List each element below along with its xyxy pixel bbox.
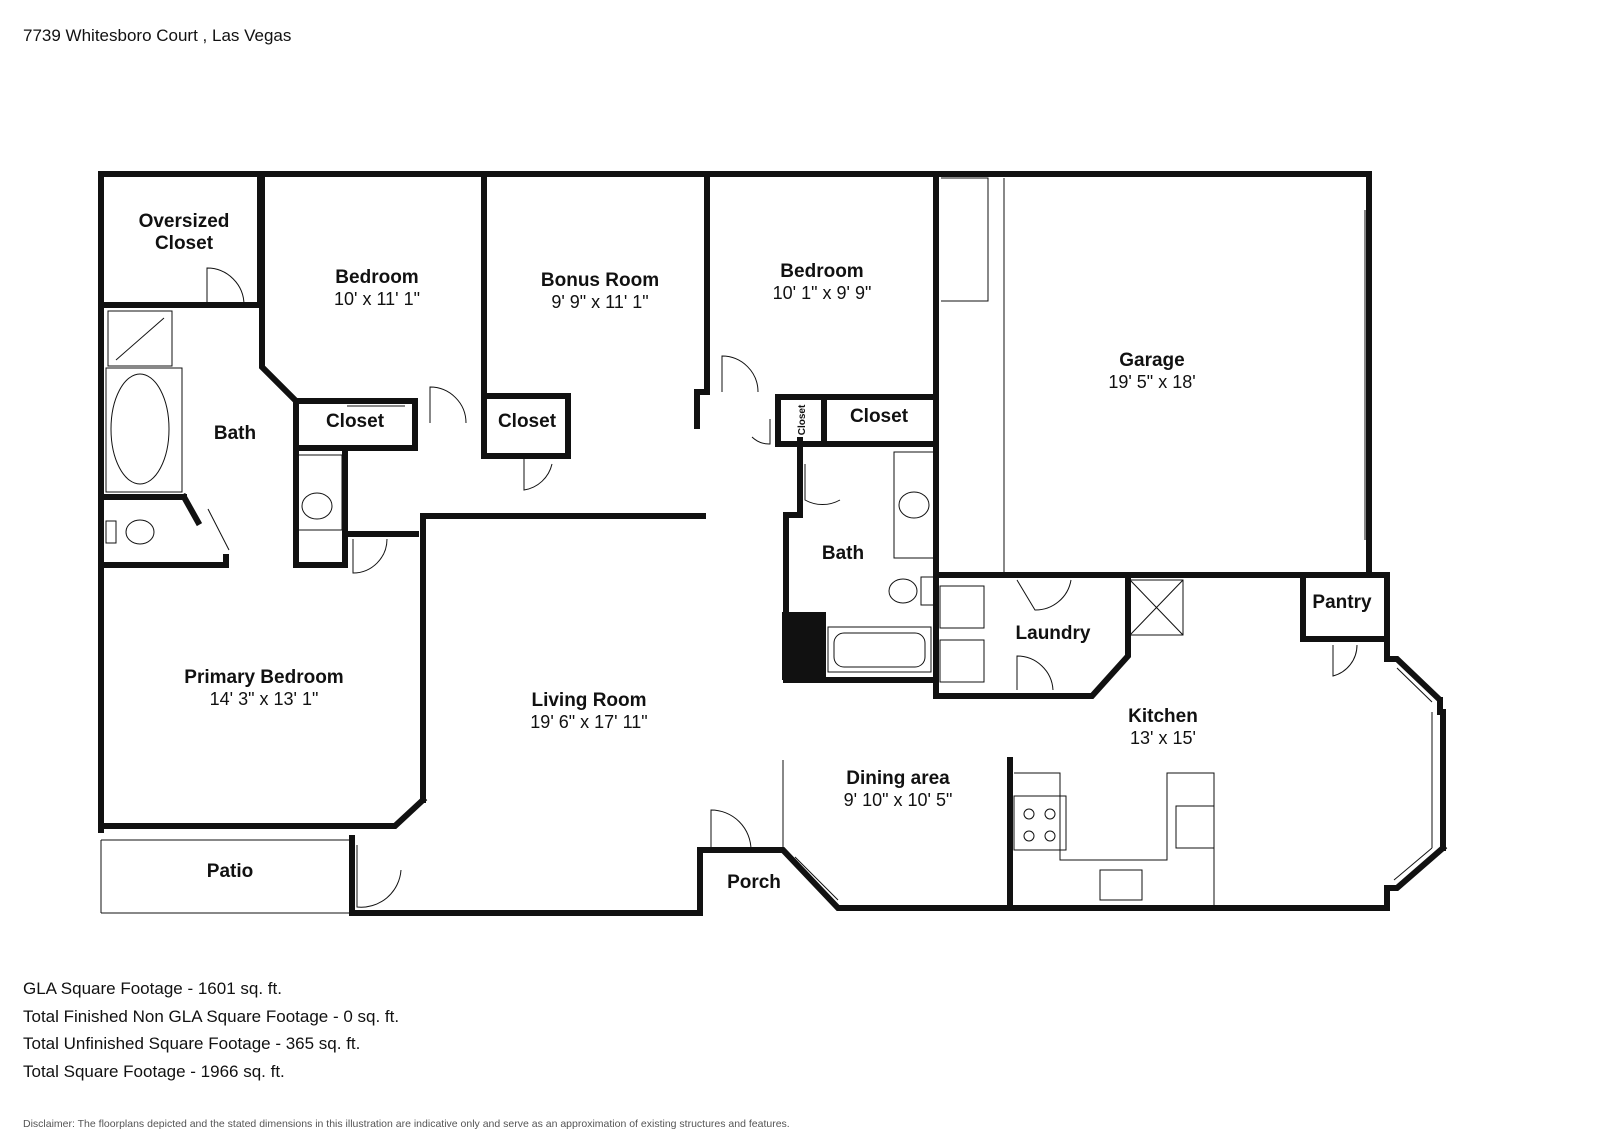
kitchen-label: Kitchen: [1128, 706, 1198, 727]
closet-1-label: Closet: [326, 411, 385, 432]
square-footage-stats: GLA Square Footage - 1601 sq. ft. Total …: [23, 975, 399, 1085]
dining-area-dims: 9' 10" x 10' 5": [844, 790, 953, 810]
bath-1-label: Bath: [214, 423, 256, 444]
bedroom-2-label: Bedroom: [780, 261, 863, 282]
closet-2-label: Closet: [498, 411, 557, 432]
dining-area-label: Dining area: [846, 768, 950, 789]
stat-unfinished: Total Unfinished Square Footage - 365 sq…: [23, 1034, 361, 1053]
primary-bedroom-dims: 14' 3" x 13' 1": [210, 689, 319, 709]
bonus-room-dims: 9' 9" x 11' 1": [551, 292, 648, 312]
garage-label: Garage: [1119, 350, 1184, 371]
bedroom-2-dims: 10' 1" x 9' 9": [773, 283, 872, 303]
living-room-label: Living Room: [531, 690, 646, 711]
stat-gla: GLA Square Footage - 1601 sq. ft.: [23, 979, 282, 998]
bedroom-1-dims: 10' x 11' 1": [334, 289, 420, 309]
patio-label: Patio: [207, 861, 253, 882]
oversized-closet-label-2: Closet: [155, 233, 214, 254]
stat-total: Total Square Footage - 1966 sq. ft.: [23, 1061, 285, 1081]
porch-label: Porch: [727, 872, 781, 893]
garage-dims: 19' 5" x 18': [1108, 372, 1195, 392]
pantry-label: Pantry: [1312, 592, 1372, 613]
bath-2-label: Bath: [822, 543, 864, 564]
fixtures: [100, 177, 1433, 914]
stat-finished-non-gla: Total Finished Non GLA Square Footage - …: [23, 1006, 400, 1026]
laundry-label: Laundry: [1016, 623, 1091, 644]
floor-plan: Oversized Closet Bedroom 10' x 11' 1" Bo…: [98, 171, 1448, 916]
living-room-dims: 19' 6" x 17' 11": [530, 712, 647, 732]
property-address: 7739 Whitesboro Court , Las Vegas: [23, 26, 292, 45]
closet-small-label: Closet: [797, 404, 808, 435]
primary-bedroom-label: Primary Bedroom: [184, 667, 343, 688]
water-heater: [782, 612, 826, 680]
bonus-room-label: Bonus Room: [541, 270, 659, 291]
bedroom-1-label: Bedroom: [335, 267, 418, 288]
closet-3-label: Closet: [850, 406, 909, 427]
kitchen-dims: 13' x 15': [1130, 728, 1196, 748]
disclaimer: Disclaimer: The floorplans depicted and …: [23, 1118, 790, 1130]
walls: [98, 171, 1448, 916]
oversized-closet-label-1: Oversized: [139, 211, 230, 232]
